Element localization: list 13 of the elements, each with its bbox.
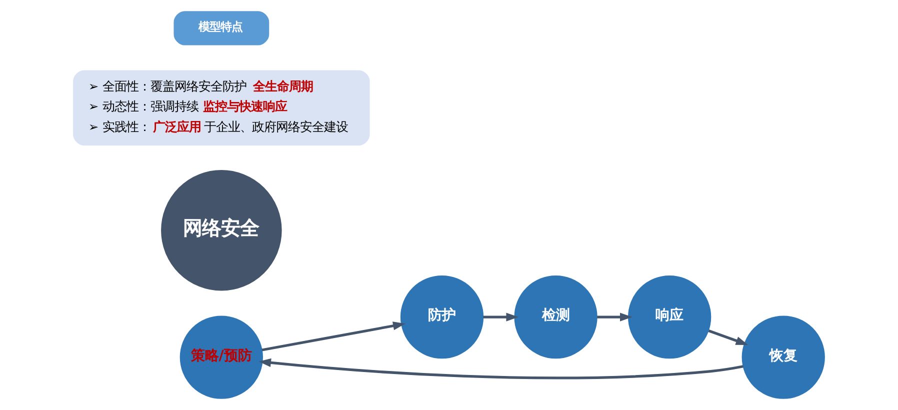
arrow xyxy=(597,312,632,322)
node-box: 模型特点 xyxy=(174,11,270,46)
arrow xyxy=(262,322,406,352)
node-circle: 策略/预防 xyxy=(180,316,263,399)
node-circle: 检测 xyxy=(514,275,598,359)
arrow xyxy=(258,358,744,380)
node-box: ➢ 全面性：覆盖网络安全防护全生命周期 ➢ 动态性：强调持续监控与快速响应 ➢ 实践性：广泛应用于企业、政府网络安全建设 xyxy=(73,70,370,146)
node-circle: 恢复 xyxy=(742,316,825,399)
arrow xyxy=(708,330,748,345)
arrow xyxy=(483,312,518,322)
node-circle: 网络安全 xyxy=(161,170,282,291)
node-circle: 防护 xyxy=(400,275,484,359)
node-circle: 响应 xyxy=(628,275,712,359)
